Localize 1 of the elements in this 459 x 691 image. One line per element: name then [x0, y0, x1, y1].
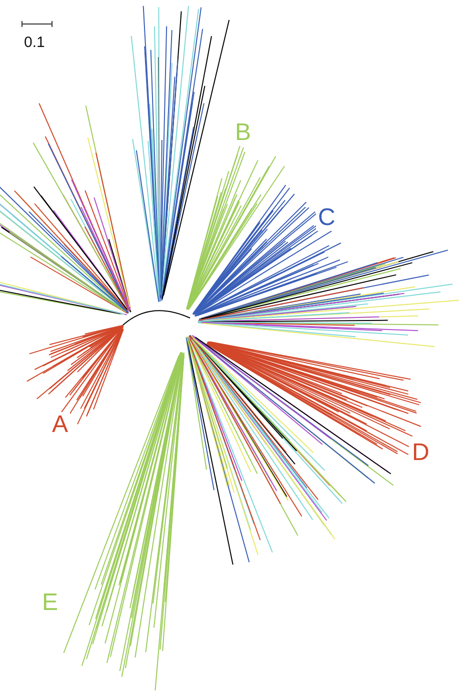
clade-label: C	[316, 205, 338, 231]
